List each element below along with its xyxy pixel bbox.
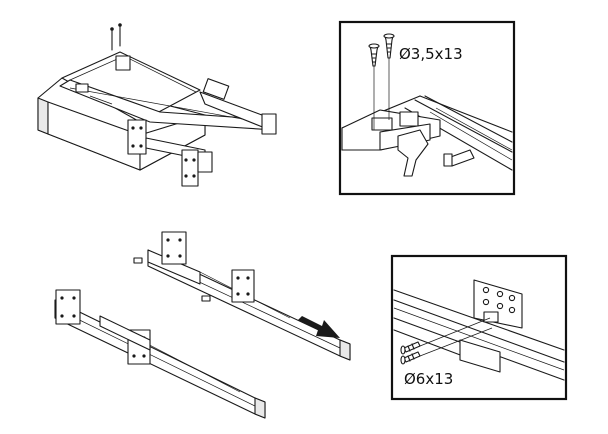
arrow-right-icon xyxy=(298,316,340,338)
screw-large-label: Ø6x13 xyxy=(404,370,453,388)
slide-rails-assembly xyxy=(54,231,351,419)
callout-screw-large: Ø6x13 xyxy=(390,254,568,401)
screw-small-label: Ø3,5x13 xyxy=(399,45,463,63)
callout-screw-small: Ø3,5x13 xyxy=(338,20,516,196)
drawer-cabinet-assembly xyxy=(37,23,277,187)
